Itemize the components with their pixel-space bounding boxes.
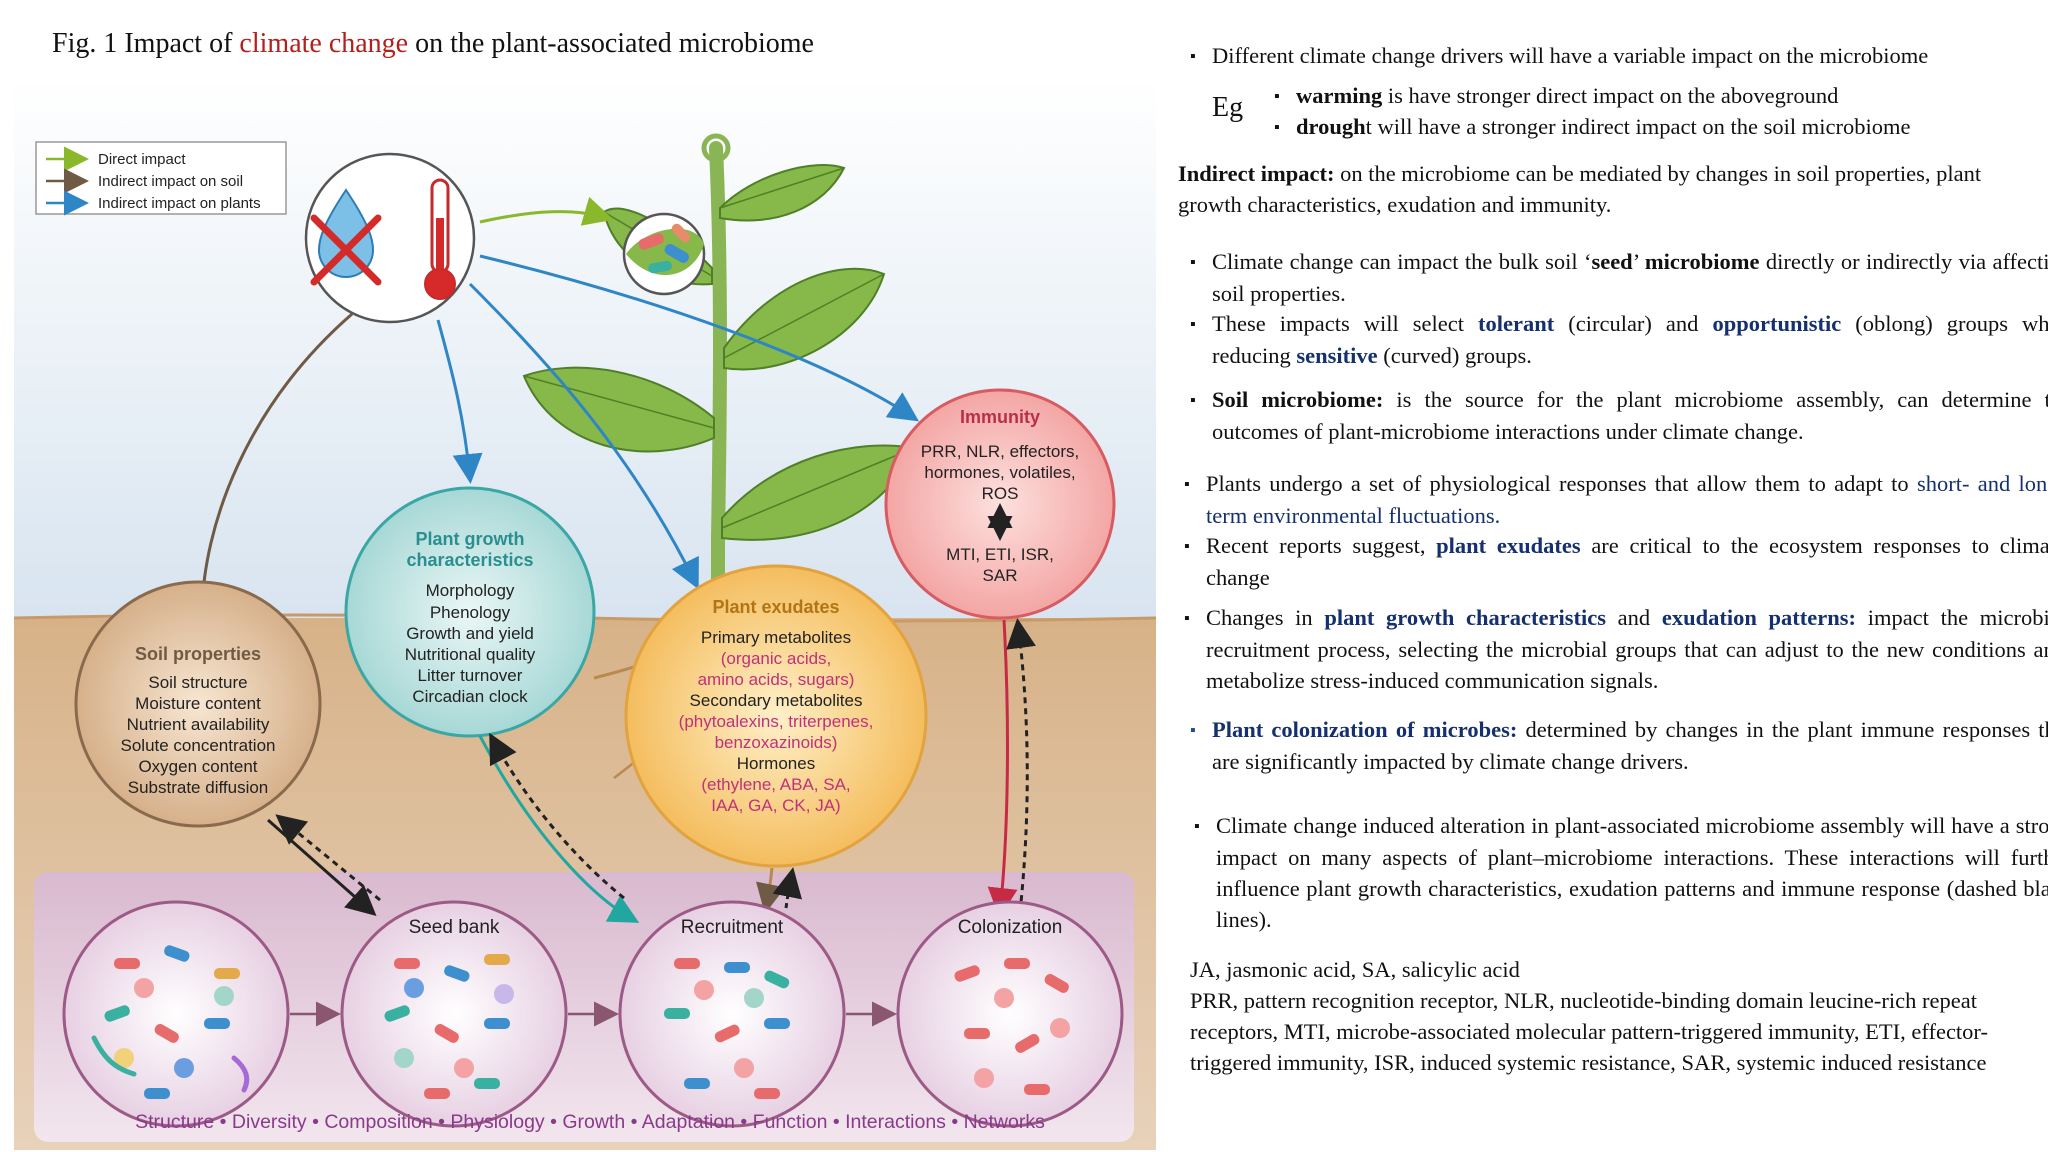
svg-text:Secondary metabolites: Secondary metabolites xyxy=(690,691,863,710)
microbiome-panel xyxy=(34,872,1134,1142)
seed-bank-circle: Seed bank xyxy=(340,900,568,1128)
svg-text:PRR, NLR, effectors,: PRR, NLR, effectors, xyxy=(921,442,1079,461)
svg-text:(ethylene, ABA, SA,: (ethylene, ABA, SA, xyxy=(701,775,850,794)
svg-text:Substrate diffusion: Substrate diffusion xyxy=(128,778,269,797)
note-growth-exudation: Changes in plant growth characteristics … xyxy=(1172,602,2048,696)
svg-text:ROS: ROS xyxy=(982,484,1019,503)
svg-text:SAR: SAR xyxy=(983,566,1018,585)
recruitment-circle: Recruitment xyxy=(618,900,846,1128)
svg-text:MTI, ETI, ISR,: MTI, ETI, ISR, xyxy=(946,545,1054,564)
legend-indirect-plants: Indirect impact on plants xyxy=(98,195,261,212)
abbreviations-2: PRR, pattern recognition receptor, NLR, … xyxy=(1190,988,1988,1075)
svg-text:benzoxazinoids): benzoxazinoids) xyxy=(715,733,838,752)
svg-text:Plant exudates: Plant exudates xyxy=(712,597,839,617)
colonization-circle: Colonization xyxy=(896,900,1124,1128)
legend-indirect-soil: Indirect impact on soil xyxy=(98,173,243,190)
note-exudates: Recent reports suggest, plant exudates a… xyxy=(1172,530,2048,593)
note-drivers: Different climate change drivers will ha… xyxy=(1178,40,2048,72)
abbreviations-1: JA, jasmonic acid, SA, salicylic acid xyxy=(1190,957,1520,982)
note-seed-microbiome: Climate change can impact the bulk soil … xyxy=(1178,246,2048,309)
legend: Direct impact Indirect impact on soil In… xyxy=(35,141,287,216)
plant-exudates-circle: Plant exudates Primary metabolites (orga… xyxy=(624,564,928,868)
svg-text:Soil structure: Soil structure xyxy=(148,673,247,692)
svg-text:Moisture content: Moisture content xyxy=(135,694,261,713)
svg-text:characteristics: characteristics xyxy=(406,550,533,570)
svg-text:Soil properties: Soil properties xyxy=(135,644,261,664)
svg-text:Phenology: Phenology xyxy=(430,603,511,622)
svg-text:IAA, GA, CK, JA): IAA, GA, CK, JA) xyxy=(711,796,840,815)
note-soil-microbiome: Soil microbiome: is the source for the p… xyxy=(1178,384,2048,447)
svg-text:Nutritional quality: Nutritional quality xyxy=(405,645,536,664)
note-tolerant: These impacts will select tolerant (circ… xyxy=(1178,308,2048,371)
recruitment-label: Recruitment xyxy=(681,917,784,938)
colonization-label: Colonization xyxy=(958,917,1063,938)
svg-text:Primary metabolites: Primary metabolites xyxy=(701,628,851,647)
svg-text:(phytoalexins, triterpenes,: (phytoalexins, triterpenes, xyxy=(679,712,874,731)
seed-bank-label: Seed bank xyxy=(409,917,500,938)
immunity-circle: Immunity PRR, NLR, effectors, hormones, … xyxy=(884,388,1116,620)
svg-text:Growth and yield: Growth and yield xyxy=(406,624,534,643)
note-colonization: Plant colonization of microbes: determin… xyxy=(1178,714,2048,777)
svg-text:hormones, volatiles,: hormones, volatiles, xyxy=(924,463,1075,482)
title-highlight: climate change xyxy=(239,28,409,59)
climate-microbiome-diagram: Direct impact Indirect impact on soil In… xyxy=(14,78,1156,1150)
immunity-title: Immunity xyxy=(960,407,1040,427)
svg-text:Litter turnover: Litter turnover xyxy=(418,666,523,685)
svg-text:Solute concentration: Solute concentration xyxy=(121,736,276,755)
note-warming: warming is have stronger direct impact o… xyxy=(1178,80,2048,112)
svg-text:amino acids, sugars): amino acids, sugars) xyxy=(698,670,855,689)
bottom-attributes: Structure • Diversity • Composition • Ph… xyxy=(135,1111,1045,1133)
note-physiological: Plants undergo a set of physiological re… xyxy=(1172,468,2048,531)
svg-text:Nutrient availability: Nutrient availability xyxy=(127,715,270,734)
microbiome-pool-circle xyxy=(62,900,290,1128)
svg-text:Morphology: Morphology xyxy=(426,581,515,600)
plant-growth-circle: Plant growth characteristics Morphology … xyxy=(344,486,596,738)
svg-text:Hormones: Hormones xyxy=(737,754,815,773)
climate-drivers-icon xyxy=(304,152,476,324)
legend-direct: Direct impact xyxy=(98,151,186,168)
note-indirect: Indirect impact: on the microbiome can b… xyxy=(1178,161,1982,217)
svg-text:Oxygen content: Oxygen content xyxy=(138,757,257,776)
svg-text:Plant growth: Plant growth xyxy=(416,529,525,549)
figure-title: Fig. 1 Impact of climate change on the p… xyxy=(52,28,814,59)
soil-properties-circle: Soil properties Soil structure Moisture … xyxy=(74,580,322,828)
svg-text:Circadian clock: Circadian clock xyxy=(412,687,528,706)
note-assembly: Climate change induced alteration in pla… xyxy=(1182,810,2048,935)
note-drought: drought will have a stronger indirect im… xyxy=(1178,111,2048,143)
svg-text:(organic acids,: (organic acids, xyxy=(721,649,832,668)
